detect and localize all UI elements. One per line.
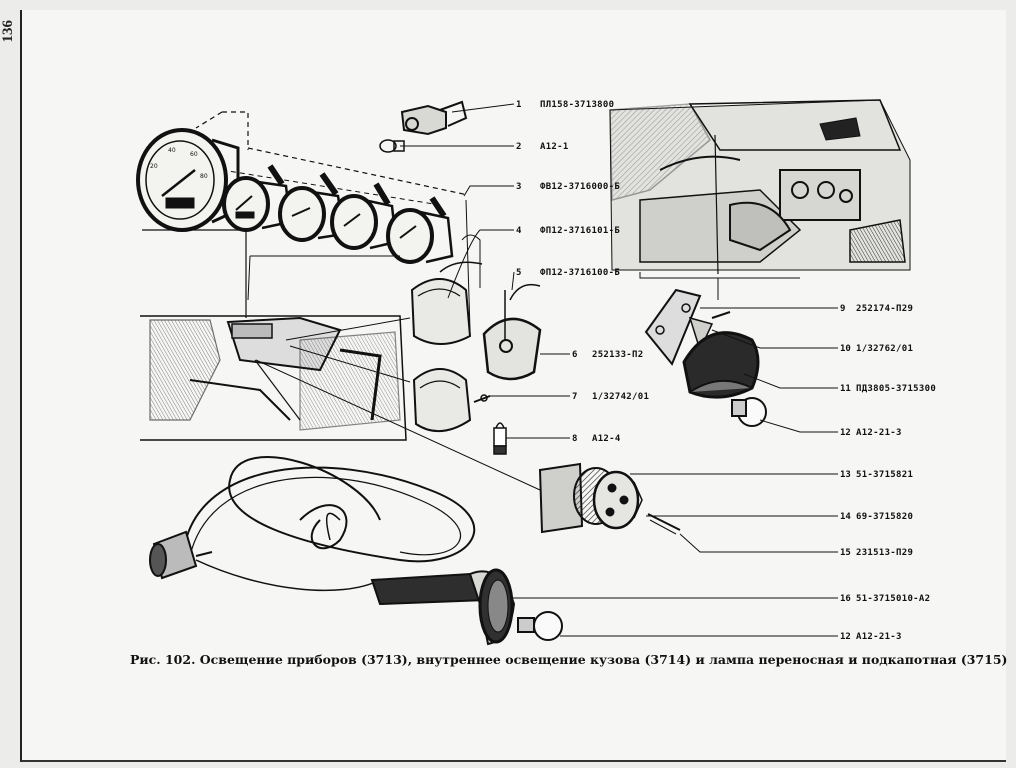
callout-11: 11 ПД3805-3715300 xyxy=(840,384,936,394)
callout-12-lower: 12 А12-21-3 xyxy=(840,632,902,642)
part-code: 1/32742/01 xyxy=(592,392,649,402)
part-code: 252174-П29 xyxy=(856,304,913,314)
part-code: 51-3715821 xyxy=(856,470,913,480)
callout-4: 4 ФП12-3716101-Б xyxy=(516,226,620,236)
plug xyxy=(149,530,213,580)
callout-14: 14 69-3715820 xyxy=(840,512,913,522)
callout-6: 6 252133-П2 xyxy=(572,350,643,360)
callout-3: 3 ФВ12-3716000-Б xyxy=(516,182,620,192)
engine-compartment-illustration xyxy=(609,99,911,300)
callout-number: 7 xyxy=(572,392,577,402)
callout-number: 10 xyxy=(840,344,851,354)
callout-number: 15 xyxy=(840,548,851,558)
callout-number: 9 xyxy=(840,304,845,314)
callout-number: 16 xyxy=(840,594,851,604)
callout-number: 1 xyxy=(516,100,521,110)
dashboard-interior-illustration xyxy=(140,229,541,491)
svg-text:20: 20 xyxy=(150,163,158,170)
svg-text:40: 40 xyxy=(168,147,176,154)
callout-number: 14 xyxy=(840,512,851,522)
callout-5: 5 ФП12-3716100-Б xyxy=(516,268,620,278)
temperature-gauge xyxy=(330,182,398,250)
svg-text:80: 80 xyxy=(200,173,208,180)
callout-15: 15 231513-П29 xyxy=(840,548,913,558)
callout-number: 13 xyxy=(840,470,851,480)
part-code: ФВ12-3716000-Б xyxy=(540,182,620,192)
callout-2: 2 А12-1 xyxy=(516,142,569,152)
leader-lines xyxy=(400,103,838,637)
part-code: 51-3715010-А2 xyxy=(856,594,930,604)
lamp-holder-1 xyxy=(400,100,468,136)
ammeter-gauge xyxy=(386,196,454,264)
part-code: ПД3805-3715300 xyxy=(856,384,936,394)
callout-13: 13 51-3715821 xyxy=(840,470,913,480)
figure-caption: Рис. 102. Освещение приборов (3713), вну… xyxy=(130,652,1008,667)
callout-number: 5 xyxy=(516,268,521,278)
callout-number: 8 xyxy=(572,434,577,444)
socket-connector xyxy=(538,462,643,534)
part-code: ФП12-3716100-Б xyxy=(540,268,620,278)
callout-12-upper: 12 А12-21-3 xyxy=(840,428,902,438)
portable-lamp-illustration xyxy=(149,456,681,646)
part-code: А12-4 xyxy=(592,434,621,444)
part-code: 252133-П2 xyxy=(592,350,643,360)
bulb-a12-4 xyxy=(493,422,507,455)
part-code: А12-21-3 xyxy=(856,632,902,642)
instrument-cluster-illustration: 20 40 60 80 xyxy=(136,100,469,264)
bulb-a12-21-3-lower xyxy=(517,611,563,641)
callout-number: 2 xyxy=(516,142,521,152)
callout-16: 16 51-3715010-А2 xyxy=(840,594,930,604)
part-code: ПЛ158-3713800 xyxy=(540,100,614,110)
interior-lamps-illustration xyxy=(410,199,542,455)
part-code: А12-1 xyxy=(540,142,569,152)
bulb-a12-21-3-upper xyxy=(731,397,767,427)
callout-number: 11 xyxy=(840,384,851,394)
part-code: ФП12-3716101-Б xyxy=(540,226,620,236)
ceiling-lamp-shade-lower xyxy=(412,368,472,432)
lamp-housing-dome xyxy=(482,283,542,381)
callout-number: 6 xyxy=(572,350,577,360)
part-code: 231513-П29 xyxy=(856,548,913,558)
callout-1: 1 ПЛ158-3713800 xyxy=(516,100,614,110)
callout-8: 8 А12-4 xyxy=(572,434,621,444)
callout-9: 9 252174-П29 xyxy=(840,304,913,314)
callout-number: 12 xyxy=(840,632,851,642)
callout-7: 7 1/32742/01 xyxy=(572,392,649,402)
callout-10: 10 1/32762/01 xyxy=(840,344,913,354)
oil-pressure-gauge xyxy=(278,172,346,242)
callout-number: 3 xyxy=(516,182,521,192)
part-code: 1/32762/01 xyxy=(856,344,913,354)
underhood-lamp-illustration xyxy=(644,288,767,427)
ceiling-lamp-shade-upper xyxy=(410,261,483,345)
svg-text:60: 60 xyxy=(190,151,198,158)
callout-number: 4 xyxy=(516,226,522,236)
part-code: А12-21-3 xyxy=(856,428,902,438)
part-code: 69-3715820 xyxy=(856,512,913,522)
callout-number: 12 xyxy=(840,428,851,438)
